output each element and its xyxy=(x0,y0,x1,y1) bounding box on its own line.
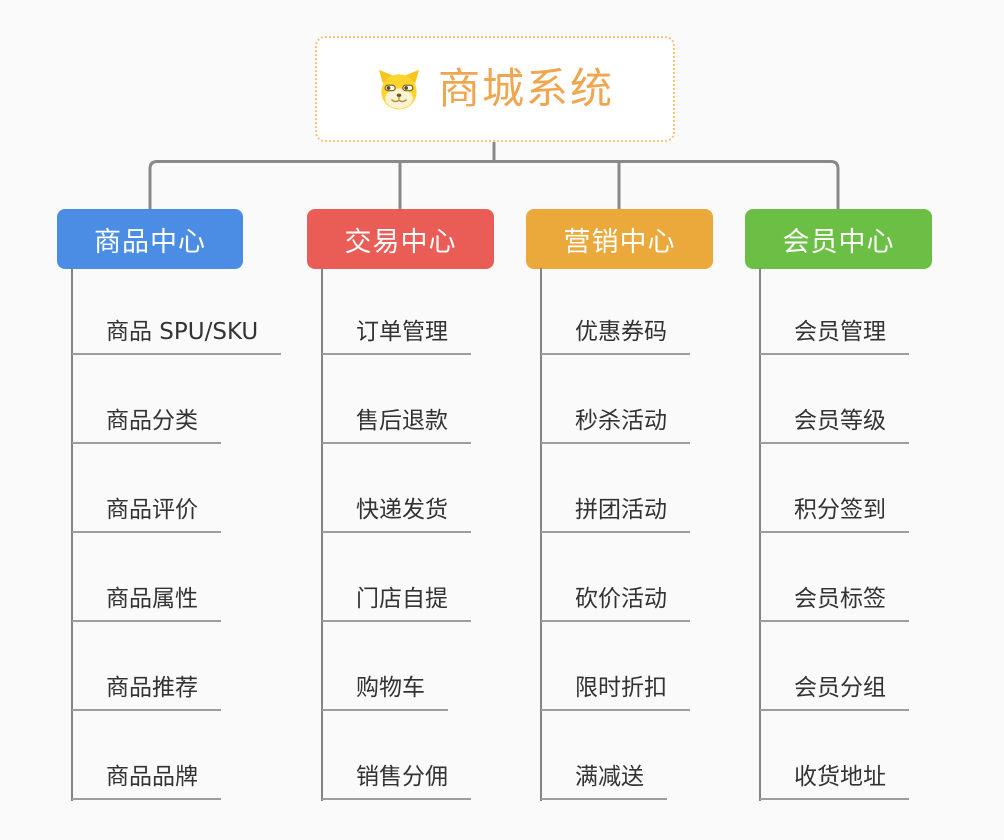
doge-face-icon xyxy=(376,68,422,110)
leaf-item[interactable]: 商品品牌 xyxy=(72,760,221,800)
leaf-item[interactable]: 销售分佣 xyxy=(322,760,471,800)
branch-header-marketing-center[interactable]: 营销中心 xyxy=(526,209,713,269)
leaf-item[interactable]: 售后退款 xyxy=(322,404,471,444)
branch-header-member-center[interactable]: 会员中心 xyxy=(745,209,932,269)
branch-vertical-line xyxy=(540,268,542,801)
leaf-item[interactable]: 秒杀活动 xyxy=(541,404,690,444)
branch-column-product: 商品 SPU/SKU 商品分类 商品评价 商品属性 商品推荐 商品品牌 xyxy=(71,268,301,808)
leaf-item[interactable]: 砍价活动 xyxy=(541,582,690,622)
leaf-item[interactable]: 商品推荐 xyxy=(72,671,221,711)
branch-vertical-line xyxy=(71,268,73,801)
leaf-item[interactable]: 拼团活动 xyxy=(541,493,690,533)
leaf-item[interactable]: 快递发货 xyxy=(322,493,471,533)
leaf-item[interactable]: 积分签到 xyxy=(760,493,909,533)
leaf-item[interactable]: 商品属性 xyxy=(72,582,221,622)
leaf-item[interactable]: 会员管理 xyxy=(760,315,909,355)
root-title: 商城系统 xyxy=(437,64,614,113)
branch-vertical-line xyxy=(321,268,323,801)
leaf-item[interactable]: 订单管理 xyxy=(322,315,471,355)
branch-column-trade: 订单管理 售后退款 快递发货 门店自提 购物车 销售分佣 xyxy=(321,268,551,808)
leaf-item[interactable]: 会员等级 xyxy=(760,404,909,444)
leaf-item[interactable]: 会员分组 xyxy=(760,671,909,711)
leaf-item[interactable]: 优惠券码 xyxy=(541,315,690,355)
bus-line xyxy=(148,160,840,209)
branch-header-product-center[interactable]: 商品中心 xyxy=(57,209,243,269)
leaf-item[interactable]: 满减送 xyxy=(541,760,667,800)
leaf-item[interactable]: 门店自提 xyxy=(322,582,471,622)
branch-column-member: 会员管理 会员等级 积分签到 会员标签 会员分组 收货地址 xyxy=(759,268,989,808)
leaf-item[interactable]: 购物车 xyxy=(322,671,448,711)
branch-header-trade-center[interactable]: 交易中心 xyxy=(307,209,494,269)
leaf-item[interactable]: 会员标签 xyxy=(760,582,909,622)
leaf-item[interactable]: 商品分类 xyxy=(72,404,221,444)
leaf-item[interactable]: 商品评价 xyxy=(72,493,221,533)
branch-vertical-line xyxy=(759,268,761,801)
leaf-item[interactable]: 限时折扣 xyxy=(541,671,690,711)
root-node[interactable]: 商城系统 xyxy=(315,36,675,142)
leaf-item[interactable]: 收货地址 xyxy=(760,760,909,800)
leaf-item[interactable]: 商品 SPU/SKU xyxy=(72,315,282,355)
branch-column-marketing: 优惠券码 秒杀活动 拼团活动 砍价活动 限时折扣 满减送 xyxy=(540,268,770,808)
